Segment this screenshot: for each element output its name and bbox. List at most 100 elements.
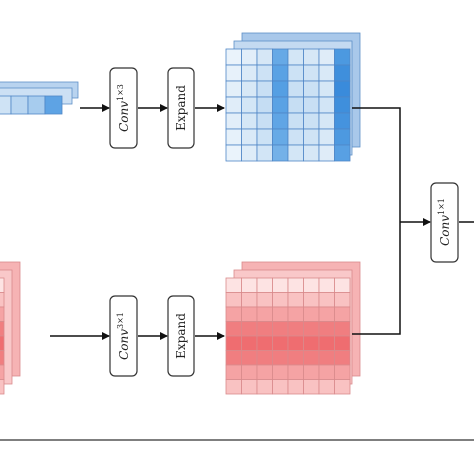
top-grid-cell — [256, 96, 273, 114]
bottom-grid-cell — [225, 335, 242, 351]
bottom-grid-cell — [318, 350, 335, 366]
top-grid-cell — [241, 128, 258, 146]
bottom-grid-cell — [334, 379, 351, 395]
top-grid-cell — [318, 128, 335, 146]
top-grid-cell — [334, 80, 351, 98]
top-grid-cell — [225, 48, 242, 66]
top-grid-cell — [256, 128, 273, 146]
bottom-strip-cell — [0, 364, 5, 380]
merge-conv-label: Conv — [438, 215, 452, 246]
bottom-grid-cell — [241, 292, 258, 308]
bottom-grid-cell — [256, 306, 273, 322]
bottom-grid-cell — [225, 306, 242, 322]
top-merge-connector — [352, 107, 401, 222]
merge-conv-box: Conv1×1 — [430, 182, 459, 263]
top-grid-cell — [318, 64, 335, 82]
bottom-grid-cell — [303, 306, 320, 322]
bottom-grid-cell — [334, 350, 351, 366]
bottom-grid-cell — [334, 292, 351, 308]
bottom-strip-cell — [0, 277, 5, 293]
top-grid-cell — [272, 64, 289, 82]
bottom-strip-cell — [0, 321, 5, 337]
bottom-merge-connector — [352, 222, 401, 335]
bottom-grid-cell — [241, 350, 258, 366]
top-grid-cell — [272, 48, 289, 66]
bottom-grid-cell — [318, 335, 335, 351]
top-grid-cell — [287, 48, 304, 66]
top-strip-cell — [27, 95, 46, 115]
top-strip-cell — [0, 95, 12, 115]
bottom-grid-cell — [303, 350, 320, 366]
top-grid-cell — [241, 112, 258, 130]
bottom-grid-cell — [272, 306, 289, 322]
bottom-grid-cell — [241, 335, 258, 351]
top-grid-cell — [303, 80, 320, 98]
bottom-grid-cell — [334, 306, 351, 322]
top-grid-cell — [318, 48, 335, 66]
merge-conv-sup: 1×1 — [437, 198, 446, 215]
top-grid-cell — [241, 96, 258, 114]
bottom-grid-cell — [241, 379, 258, 395]
bottom-grid-cell — [334, 335, 351, 351]
bottom-conv-box: Conv3×1 — [109, 295, 138, 377]
bottom-grid-cell — [287, 335, 304, 351]
bottom-grid-cell — [272, 350, 289, 366]
top-grid-cell — [334, 64, 351, 82]
top-conv-label: Conv — [117, 101, 131, 132]
bottom-input-tensor — [0, 261, 21, 395]
bottom-strip-cell — [0, 292, 5, 308]
top-grid-cell — [256, 144, 273, 162]
bottom-feature-map — [225, 261, 361, 395]
top-grid-cell — [225, 128, 242, 146]
bottom-grid-cell — [256, 277, 273, 293]
top-grid-cell — [225, 64, 242, 82]
svg-text:Conv3×1: Conv3×1 — [116, 312, 131, 360]
bottom-grid-cell — [256, 292, 273, 308]
top-grid-cell — [318, 144, 335, 162]
top-grid-cell — [303, 112, 320, 130]
bottom-grid-cell — [225, 350, 242, 366]
top-conv-box: Conv1×3 — [109, 67, 138, 149]
top-grid-cell — [272, 144, 289, 162]
top-grid-cell — [303, 128, 320, 146]
top-grid-cell — [225, 112, 242, 130]
bottom-grid-cell — [225, 277, 242, 293]
top-grid-cell — [334, 128, 351, 146]
bottom-grid-cell — [287, 306, 304, 322]
top-grid-cell — [318, 112, 335, 130]
bottom-grid-cell — [241, 364, 258, 380]
top-grid-cell — [272, 112, 289, 130]
bottom-grid-cell — [287, 292, 304, 308]
top-expand-box: Expand — [167, 67, 195, 149]
bottom-conv-sup: 3×1 — [116, 312, 125, 329]
bottom-grid-cell — [225, 321, 242, 337]
bottom-grid-cell — [272, 379, 289, 395]
top-grid-cell — [287, 112, 304, 130]
top-grid-cell — [334, 144, 351, 162]
top-grid-cell — [287, 144, 304, 162]
top-expand-label: Expand — [174, 85, 188, 131]
top-strip-cell — [44, 95, 63, 115]
bottom-strip-cell — [0, 379, 5, 395]
top-grid-cell — [241, 48, 258, 66]
bottom-grid-cell — [256, 350, 273, 366]
bottom-grid-cell — [287, 321, 304, 337]
bottom-grid-cell — [287, 379, 304, 395]
bottom-grid-cell — [256, 379, 273, 395]
bottom-grid-cell — [318, 306, 335, 322]
top-grid-cell — [303, 64, 320, 82]
bottom-grid-cell — [287, 350, 304, 366]
top-grid-cell — [225, 144, 242, 162]
bottom-grid-cell — [318, 292, 335, 308]
bottom-grid-cell — [303, 292, 320, 308]
top-grid-cell — [334, 48, 351, 66]
bottom-grid-cell — [241, 321, 258, 337]
top-grid-cell — [318, 80, 335, 98]
bottom-grid-cell — [256, 335, 273, 351]
bottom-grid-cell — [272, 321, 289, 337]
bottom-grid-cell — [303, 321, 320, 337]
bottom-grid-cell — [287, 364, 304, 380]
top-grid-cell — [303, 96, 320, 114]
top-grid-cell — [256, 48, 273, 66]
bottom-grid-cell — [272, 277, 289, 293]
